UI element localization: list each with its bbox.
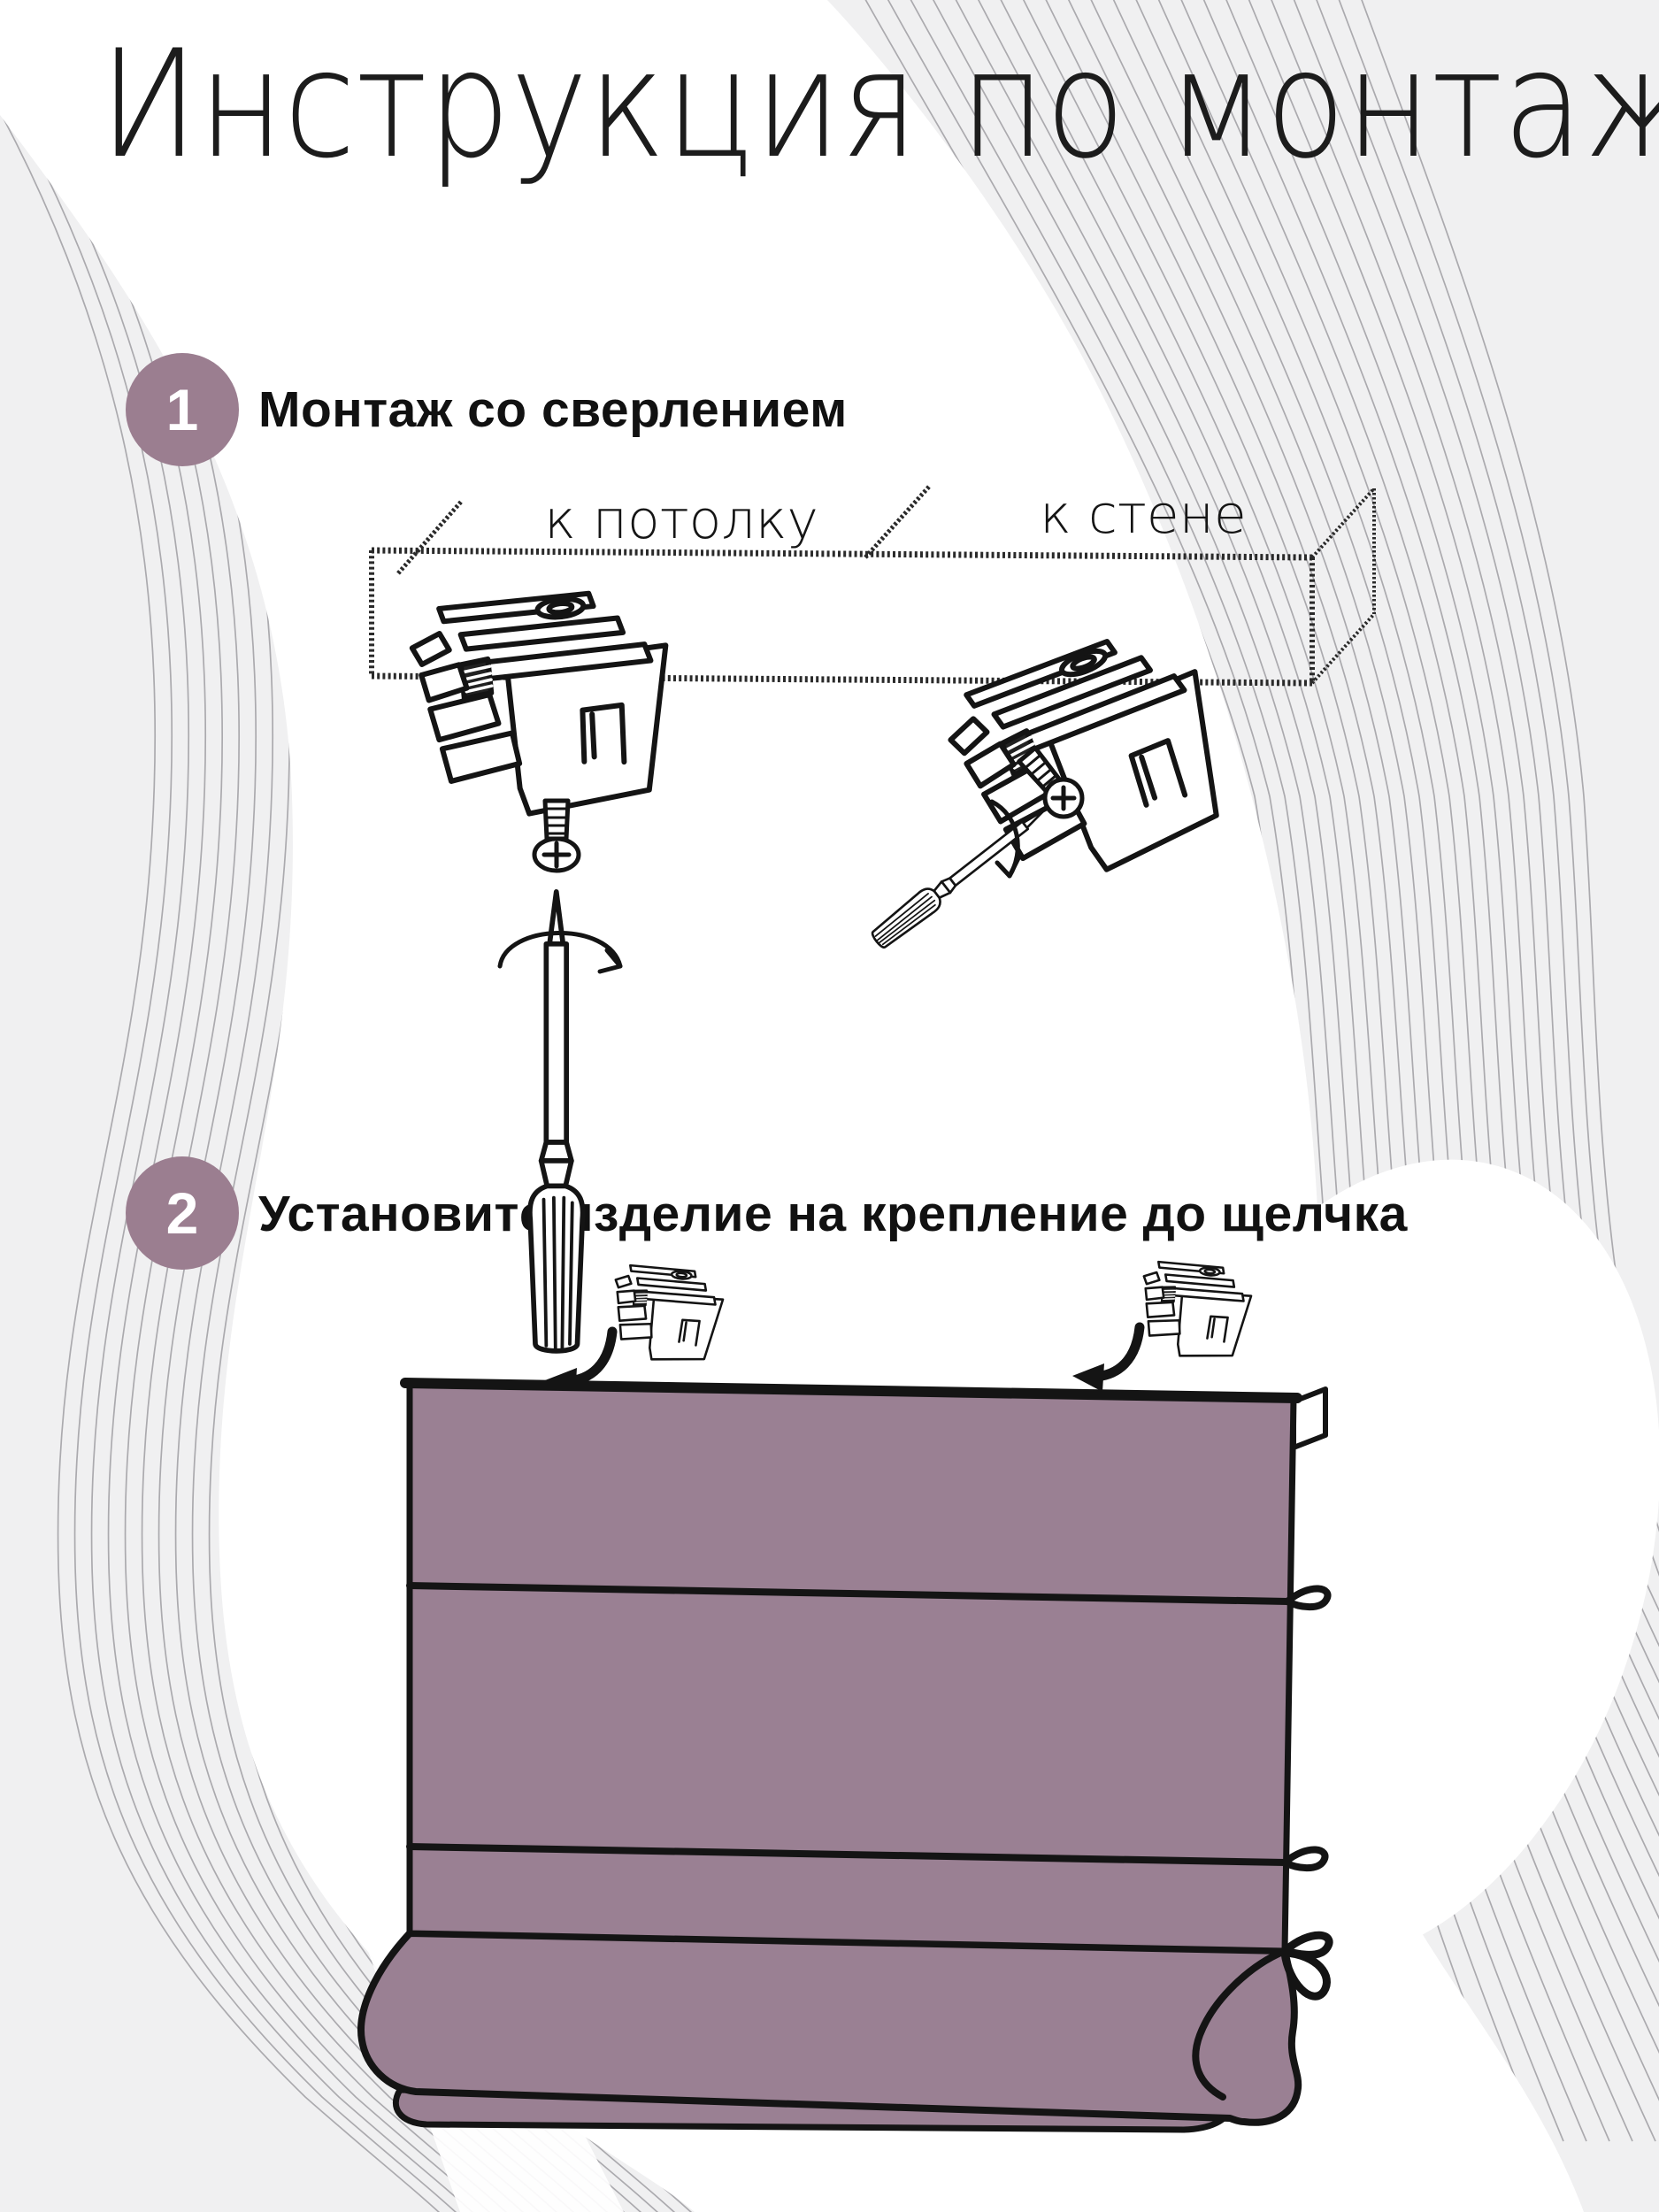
rotation-arrow-left — [497, 931, 623, 974]
cord-loop-2 — [1281, 1846, 1329, 1872]
step-1-number: 1 — [165, 377, 199, 442]
install-diagram — [357, 1248, 1333, 2133]
blind-fold-line-1 — [406, 1582, 1292, 1605]
mounting-bracket-small-right — [1125, 1248, 1257, 1371]
cord-loop-1 — [1284, 1585, 1332, 1611]
blind-fold-line-2 — [406, 1843, 1289, 1866]
mounting-plank — [369, 485, 1376, 687]
step-2-badge: 2 — [126, 1156, 239, 1270]
screwdriver-tilted — [867, 799, 1053, 953]
click-direction-arrow-right — [1072, 1322, 1145, 1392]
label-to-ceiling: к потолку — [544, 489, 818, 551]
blind-panel — [406, 1379, 1297, 1955]
step-1-badge: 1 — [126, 353, 239, 466]
break-mark-middle — [864, 485, 931, 559]
left-band-shape — [0, 115, 695, 2212]
blind-bottom-roll — [357, 1930, 1302, 2126]
step-2-number: 2 — [165, 1180, 199, 1246]
blind-roll-curl-line — [1192, 1947, 1288, 2101]
break-mark-left — [396, 499, 464, 575]
screwdriver-vertical — [530, 892, 583, 1351]
blind-top-rail — [400, 1378, 1302, 1403]
screw-wall — [1017, 745, 1085, 819]
screw-ceiling — [532, 798, 581, 873]
step-2-label: Установите изделие на крепление до щелчк… — [258, 1186, 1408, 1242]
roman-blind — [357, 1378, 1333, 2133]
mounting-bracket-ceiling — [403, 585, 668, 821]
rotation-arrow-right — [989, 799, 1021, 879]
cord-loop-3b — [1280, 1948, 1331, 2001]
drilling-diagram: к потолку к стене — [369, 484, 1376, 1351]
label-to-wall: к стене — [1040, 484, 1247, 546]
mounting-bracket-small-left — [597, 1252, 729, 1374]
step-1-label: Монтаж со сверлением — [258, 381, 848, 438]
page-title: Инструкция по монтажу — [99, 18, 1659, 191]
